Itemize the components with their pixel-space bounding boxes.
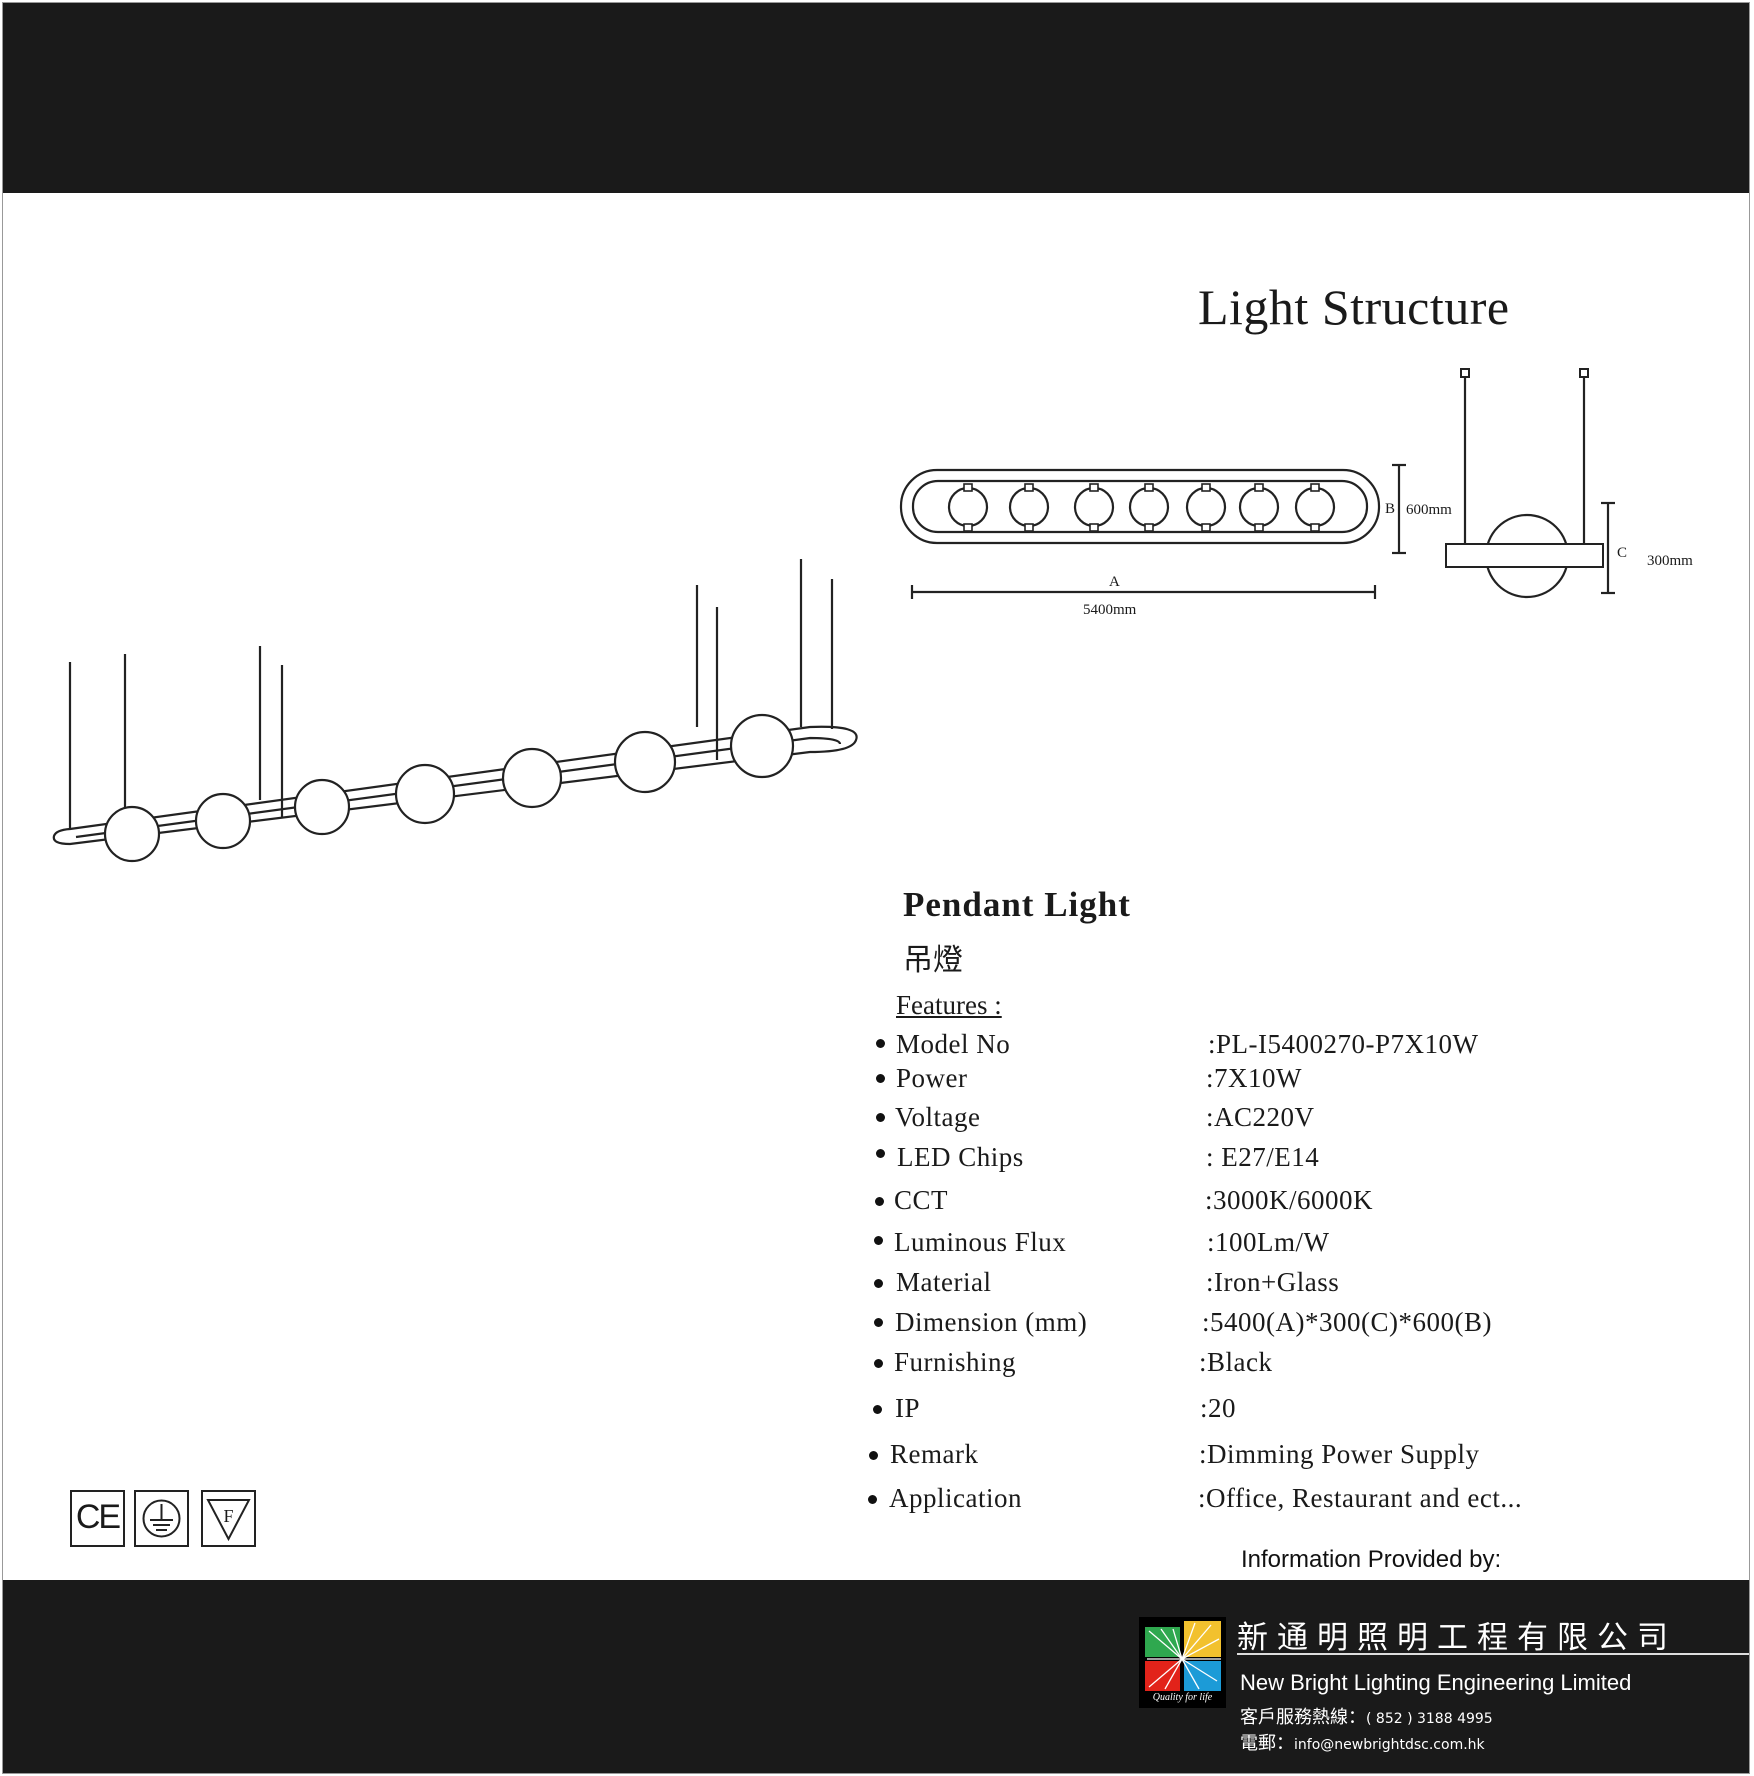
bullet-icon xyxy=(868,1495,877,1504)
f-mark-svg xyxy=(206,1499,251,1542)
spec-label: Power xyxy=(896,1063,968,1093)
ground-symbol-icon xyxy=(134,1490,189,1547)
dim-a-value: 5400mm xyxy=(1083,602,1137,618)
spec-value: :Dimming Power Supply xyxy=(1199,1439,1480,1469)
features-heading: Features : xyxy=(896,990,1002,1020)
hotline-label: 客戶服務熱線： xyxy=(1240,1707,1366,1728)
bullet-icon xyxy=(875,1197,884,1206)
spec-row-material: Material :Iron+Glass xyxy=(0,1267,1754,1303)
spec-label: Luminous Flux xyxy=(894,1227,1067,1257)
spec-row-led-chips: LED Chips : E27/E14 xyxy=(0,1142,1754,1178)
spec-label: Application xyxy=(889,1483,1022,1513)
spec-value: : E27/E14 xyxy=(1206,1142,1320,1172)
hotline-value: ( 852 ) 3188 4995 xyxy=(1366,1711,1493,1727)
company-divider xyxy=(1237,1653,1749,1655)
email: 電郵：info@newbrightdsc.com.hk xyxy=(1240,1729,1485,1755)
f-mark-text: F xyxy=(223,1506,234,1526)
spec-row-power: Power :7X10W xyxy=(0,1063,1754,1099)
bullet-icon xyxy=(874,1359,883,1368)
header-band xyxy=(3,3,1749,193)
bullet-icon xyxy=(874,1279,883,1288)
spec-value: :5400(A)*300(C)*600(B) xyxy=(1202,1307,1492,1337)
info-provided-label: Information Provided by: xyxy=(1241,1546,1502,1573)
spec-row-ip: IP :20 xyxy=(0,1393,1754,1429)
spec-value: :Iron+Glass xyxy=(1206,1267,1340,1297)
spec-row-dimension: Dimension (mm) :5400(A)*300(C)*600(B) xyxy=(0,1307,1754,1343)
dim-c-letter: C xyxy=(1617,545,1628,561)
spec-label: Model No xyxy=(896,1029,1011,1059)
spec-row-furnishing: Furnishing :Black xyxy=(0,1347,1754,1383)
bullet-icon xyxy=(874,1318,883,1327)
ce-mark-icon: CE xyxy=(70,1490,125,1547)
spec-value: :3000K/6000K xyxy=(1205,1185,1373,1215)
spec-label: Dimension (mm) xyxy=(895,1307,1088,1337)
ground-symbol-svg xyxy=(142,1499,181,1538)
hotline: 客戶服務熱線：( 852 ) 3188 4995 xyxy=(1240,1703,1493,1729)
spec-value: :7X10W xyxy=(1206,1063,1302,1093)
product-title: Pendant Light xyxy=(903,885,1131,924)
side-view-drawing xyxy=(1445,368,1615,599)
bullet-icon xyxy=(876,1039,885,1048)
bullet-icon xyxy=(876,1113,885,1122)
spec-row-cct: CCT :3000K/6000K xyxy=(0,1185,1754,1221)
company-logo: Quality for life xyxy=(1139,1617,1226,1708)
dim-b-value: 600mm xyxy=(1406,502,1452,518)
spec-label: IP xyxy=(895,1393,921,1423)
dim-b-letter: B xyxy=(1385,501,1396,517)
spec-value: :Black xyxy=(1199,1347,1273,1377)
ce-mark-text: CE xyxy=(75,1498,121,1536)
spec-label: CCT xyxy=(894,1185,949,1215)
spec-value: :100Lm/W xyxy=(1207,1227,1330,1257)
product-title-zh: 吊燈 xyxy=(903,943,963,978)
company-name-en: New Bright Lighting Engineering Limited xyxy=(1240,1670,1632,1695)
spec-value: :PL-I5400270-P7X10W xyxy=(1208,1029,1479,1059)
bullet-icon xyxy=(876,1074,885,1083)
footer-band xyxy=(3,1580,1749,1773)
spec-row-luminous-flux: Luminous Flux :100Lm/W xyxy=(0,1227,1754,1263)
company-logo-mark xyxy=(1145,1621,1221,1691)
spec-value: :AC220V xyxy=(1206,1102,1315,1132)
bullet-icon xyxy=(869,1451,878,1460)
spec-label: LED Chips xyxy=(897,1142,1024,1172)
bullet-icon xyxy=(876,1149,885,1158)
bullet-icon xyxy=(873,1405,882,1414)
structure-title: Light Structure xyxy=(1198,279,1510,335)
spec-label: Remark xyxy=(890,1439,979,1469)
company-name-zh: 新通明照明工程有限公司 xyxy=(1237,1620,1677,1656)
spec-label: Material xyxy=(896,1267,992,1297)
dim-a-letter: A xyxy=(1109,574,1120,590)
spec-label: Furnishing xyxy=(894,1347,1017,1377)
dim-c-value: 300mm xyxy=(1647,553,1693,569)
spec-value: :Office, Restaurant and ect... xyxy=(1198,1483,1523,1513)
pendant-perspective-drawing xyxy=(52,559,858,863)
spec-row-remark: Remark :Dimming Power Supply xyxy=(0,1439,1754,1475)
f-mark-icon: F xyxy=(201,1490,256,1547)
spec-label: Voltage xyxy=(895,1102,981,1132)
spec-row-voltage: Voltage :AC220V xyxy=(0,1102,1754,1138)
logo-tagline: Quality for life xyxy=(1152,1692,1213,1703)
spec-value: :20 xyxy=(1200,1393,1237,1423)
bullet-icon xyxy=(874,1236,883,1245)
email-value[interactable]: info@newbrightdsc.com.hk xyxy=(1294,1737,1485,1753)
email-label: 電郵： xyxy=(1240,1733,1294,1754)
top-view-drawing xyxy=(899,463,1406,599)
spec-row-model-no: Model No :PL-I5400270-P7X10W xyxy=(0,1029,1754,1065)
spec-row-application: Application :Office, Restaurant and ect.… xyxy=(0,1483,1754,1519)
